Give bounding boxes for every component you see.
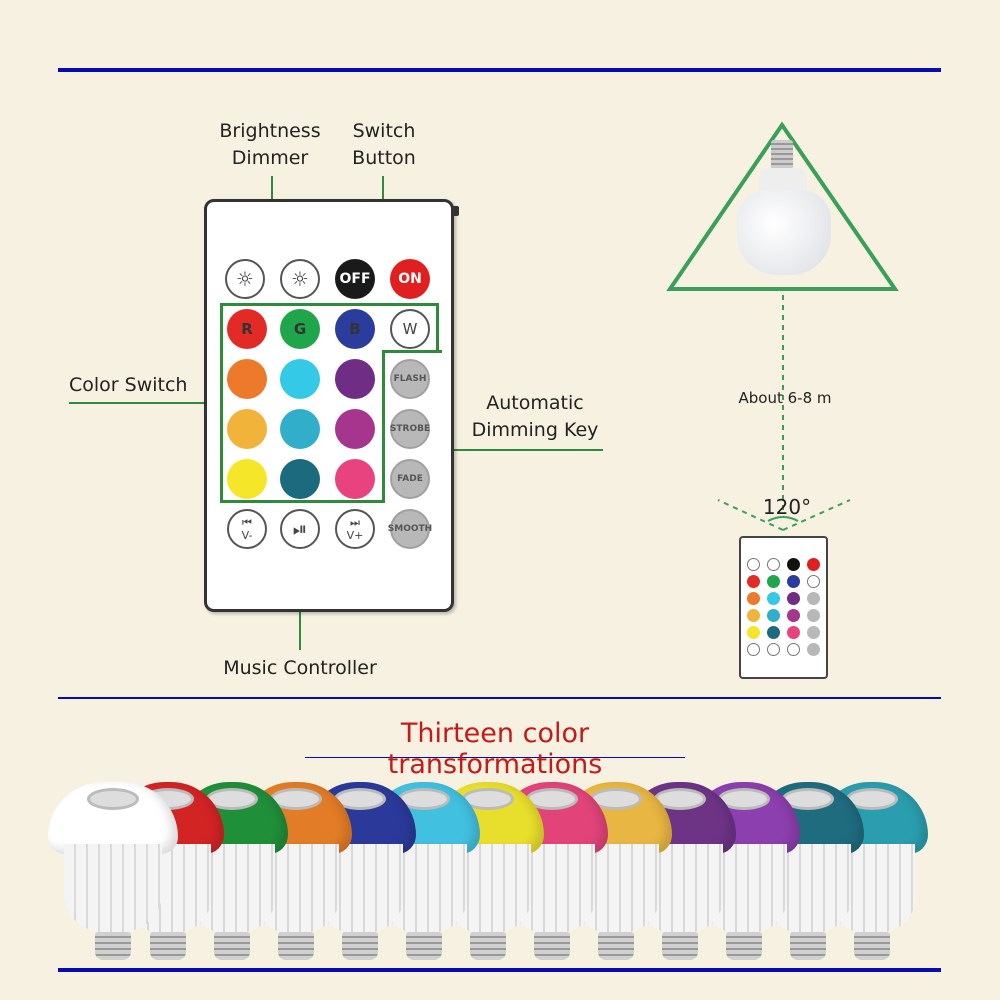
mini-btn [807,558,820,571]
mini-btn [767,558,780,571]
box-notch-top [382,350,442,353]
mini-btn [807,609,820,622]
next-button[interactable]: ⏭V+ [335,509,375,549]
mini-btn [787,575,800,588]
brightness-dimmer-label: Brightness Dimmer [219,120,321,169]
music-controller-label: Music Controller [223,657,377,679]
angle-line-right [782,499,851,531]
mini-btn [807,592,820,605]
range-diagram [666,121,899,531]
play-pause-icon: ⏯ [292,518,308,540]
color-button-teal[interactable] [280,409,320,449]
mini-btn [767,643,780,656]
mini-remote [739,536,828,679]
mini-btn [787,626,800,639]
fade-button[interactable]: FADE [390,459,430,499]
distance-label: About 6-8 m [738,389,832,407]
angle-label: 120° [762,495,812,519]
mini-btn [787,558,800,571]
automatic-dimming-key-label: Automatic Dimming Key [471,392,599,441]
switch-button-label: Switch Button [352,120,416,169]
strobe-button[interactable]: STROBE [390,409,430,449]
mini-btn [747,643,760,656]
remote-control: ☼ ☼ OFF ON R G B W FLASH STROBE FADE SMO… [204,199,459,612]
mini-btn [767,592,780,605]
mini-btn [807,643,820,656]
mini-btn [747,609,760,622]
bulb-icon [737,140,831,280]
red-button[interactable]: R [227,309,267,349]
bulb-1 [48,782,178,962]
prev-button[interactable]: ⏮V- [227,509,267,549]
mini-btn [807,575,820,588]
title-underline [305,757,685,758]
dimming-key-line [438,449,603,451]
mini-btn [747,592,760,605]
color-button-amber[interactable] [227,409,267,449]
color-button-yellow[interactable] [227,459,267,499]
sun-icon: ☼ [236,267,254,291]
color-switch-line [69,402,221,404]
mini-btn [787,643,800,656]
mini-btn [807,626,820,639]
mini-btn [747,575,760,588]
volume-up-label: V+ [346,529,364,542]
mini-btn [767,575,780,588]
play-pause-button[interactable]: ⏯ [280,509,320,549]
off-button[interactable]: OFF [335,259,375,299]
mini-btn [767,626,780,639]
color-button-magenta[interactable] [335,409,375,449]
middle-divider [58,697,941,699]
color-button-dark-teal[interactable] [280,459,320,499]
section-title: Thirteen color transformations [387,718,603,780]
volume-down-label: V- [241,529,253,542]
brightness-up-button[interactable]: ☼ [280,259,320,299]
color-button-pink[interactable] [335,459,375,499]
color-button-purple[interactable] [335,359,375,399]
brightness-down-button[interactable]: ☼ [225,259,265,299]
remote-tab [451,206,459,216]
mini-btn [747,558,760,571]
next-icon: ⏭ [350,516,360,529]
on-button[interactable]: ON [390,259,430,299]
prev-icon: ⏮ [242,516,252,529]
range-triangle [666,121,899,291]
bottom-divider [58,968,941,972]
flash-button[interactable]: FLASH [390,359,430,399]
angle-arc [767,516,799,522]
bulb-11 [688,782,800,962]
color-button-orange[interactable] [227,359,267,399]
box-notch-left [382,350,385,503]
mini-btn [787,609,800,622]
sun-icon: ☼ [291,267,309,291]
top-divider [58,68,941,72]
smooth-button[interactable]: SMOOTH [388,509,432,549]
color-button-cyan[interactable] [280,359,320,399]
mini-btn [787,592,800,605]
mini-btn [767,609,780,622]
white-button[interactable]: W [390,309,430,349]
mini-btn [747,626,760,639]
angle-line-left [717,499,784,531]
color-switch-label: Color Switch [69,374,188,396]
blue-button[interactable]: B [335,309,375,349]
green-button[interactable]: G [280,309,320,349]
